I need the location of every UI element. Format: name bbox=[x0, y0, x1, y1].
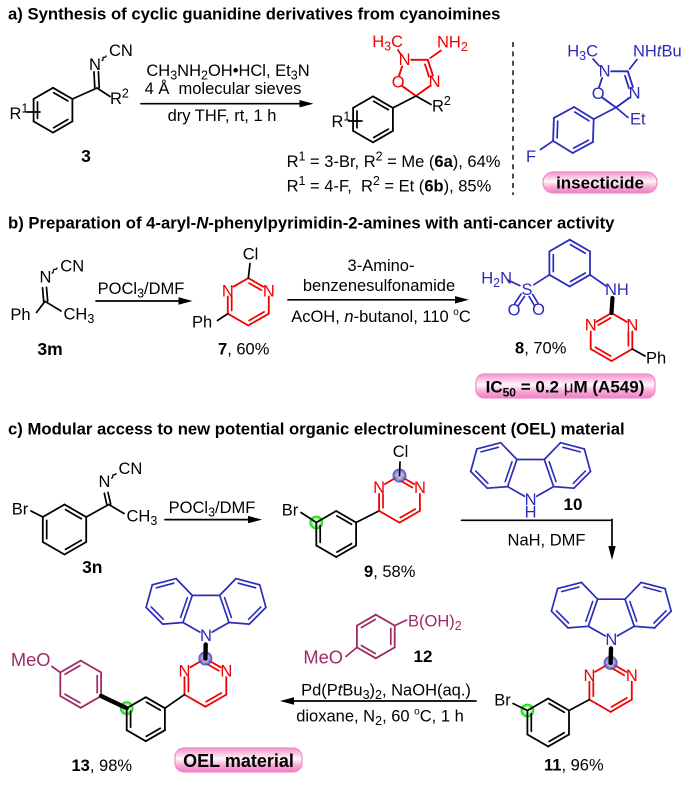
svg-text:O: O bbox=[508, 302, 521, 320]
svg-text:Ph: Ph bbox=[646, 350, 666, 368]
svg-text:N: N bbox=[399, 51, 411, 69]
svg-text:Ph: Ph bbox=[192, 314, 212, 332]
svg-text:CN: CN bbox=[119, 460, 143, 478]
svg-text:POCl3​/DMF: POCl3​/DMF bbox=[169, 499, 256, 520]
svg-text:CH3​NH2​OH•HCl, Et3​N: CH3​NH2​OH•HCl, Et3​N bbox=[146, 62, 309, 83]
svg-text:Ph: Ph bbox=[10, 306, 30, 324]
svg-text:N: N bbox=[40, 269, 52, 287]
svg-text:N: N bbox=[626, 316, 638, 334]
svg-text:8, 70%: 8, 70% bbox=[515, 340, 567, 358]
svg-text:N: N bbox=[605, 631, 617, 649]
svg-text:Cl: Cl bbox=[393, 443, 409, 461]
svg-text:dioxane, N2​, 60 o​C, 1 h: dioxane, N2​, 60 o​C, 1 h bbox=[296, 707, 464, 729]
svg-text:O: O bbox=[392, 74, 405, 92]
svg-text:O: O bbox=[532, 301, 545, 319]
svg-text:7, 60%: 7, 60% bbox=[218, 341, 270, 359]
svg-text:N: N bbox=[222, 282, 234, 300]
svg-text:H3​C: H3​C bbox=[372, 33, 403, 54]
svg-text:Br: Br bbox=[282, 502, 299, 520]
svg-text:H2​N: H2​N bbox=[481, 270, 512, 291]
svg-text:c) Modular access to new poten: c) Modular access to new potential organ… bbox=[8, 420, 625, 439]
svg-text:a) Synthesis of cyclic guanidi: a) Synthesis of cyclic guanidine derivat… bbox=[8, 5, 500, 24]
svg-text:B(OH)2​: B(OH)2​ bbox=[408, 613, 462, 634]
svg-text:Cl: Cl bbox=[243, 246, 259, 264]
svg-text:13, 98%: 13, 98% bbox=[72, 757, 133, 775]
svg-text:CN: CN bbox=[60, 258, 84, 276]
svg-text:CH3​: CH3​ bbox=[127, 508, 158, 529]
svg-text:F: F bbox=[526, 148, 536, 166]
svg-text:NaH, DMF: NaH, DMF bbox=[508, 532, 586, 550]
svg-text:N: N bbox=[99, 473, 111, 491]
svg-text:Pd(PtBu3​)2​, NaOH(aq.): Pd(PtBu3​)2​, NaOH(aq.) bbox=[301, 682, 471, 703]
svg-text:S: S bbox=[521, 281, 532, 299]
svg-text:H: H bbox=[525, 503, 537, 521]
svg-text:3: 3 bbox=[81, 146, 91, 166]
svg-text:3n: 3n bbox=[82, 557, 102, 577]
svg-text:N: N bbox=[414, 479, 426, 497]
svg-text:Br: Br bbox=[494, 692, 511, 710]
svg-text:R1​ = 3-Br, R2​ = Me (6a), 64%: R1​ = 3-Br, R2​ = Me (6a), 64% bbox=[287, 150, 501, 172]
svg-text:NH2​: NH2​ bbox=[437, 34, 468, 55]
svg-text:N: N bbox=[629, 85, 641, 103]
svg-text:3-Amino-: 3-Amino- bbox=[348, 257, 415, 275]
svg-text:R1​ = 4-F, R2​ = Et (6b), 85%: R1​ = 4-F, R2​ = Et (6b), 85% bbox=[287, 174, 492, 196]
svg-text:POCl3​/DMF: POCl3​/DMF bbox=[98, 280, 185, 301]
svg-text:N: N bbox=[429, 73, 441, 91]
svg-text:O: O bbox=[592, 85, 605, 103]
svg-text:N: N bbox=[626, 667, 638, 685]
svg-text:IC50​ = 0.2 μM (A549): IC50​ = 0.2 μM (A549) bbox=[486, 378, 645, 400]
svg-text:Br: Br bbox=[12, 501, 29, 519]
svg-text:CN: CN bbox=[109, 42, 133, 60]
svg-text:12: 12 bbox=[414, 647, 433, 666]
svg-text:MeO: MeO bbox=[11, 649, 51, 670]
svg-text:N: N bbox=[263, 282, 275, 300]
svg-text:benzenesulfonamide: benzenesulfonamide bbox=[303, 277, 455, 295]
svg-text:MeO: MeO bbox=[303, 647, 343, 668]
svg-text:Et: Et bbox=[630, 111, 646, 129]
svg-text:NH: NH bbox=[605, 281, 629, 299]
svg-text:3m: 3m bbox=[37, 339, 62, 359]
svg-text:9, 58%: 9, 58% bbox=[364, 563, 416, 581]
svg-text:N: N bbox=[583, 667, 595, 685]
svg-text:N: N bbox=[585, 316, 597, 334]
svg-text:N: N bbox=[525, 491, 537, 509]
svg-text:10: 10 bbox=[564, 495, 583, 514]
svg-text:dry THF, rt, 1 h: dry THF, rt, 1 h bbox=[168, 107, 277, 125]
svg-text:N: N bbox=[200, 627, 212, 645]
svg-text:insecticide: insecticide bbox=[556, 174, 644, 193]
svg-text:N: N bbox=[220, 662, 232, 680]
svg-text:11, 96%: 11, 96% bbox=[544, 757, 604, 775]
svg-text:NHtBu: NHtBu bbox=[633, 43, 682, 61]
svg-text:b) Preparation of 4-aryl-N-phe: b) Preparation of 4-aryl-N-phenylpyrimid… bbox=[8, 214, 615, 233]
svg-text:N: N bbox=[599, 63, 611, 81]
svg-text:CH3​: CH3​ bbox=[64, 306, 95, 327]
svg-text:AcOH, n-butanol, 110 o​C: AcOH, n-butanol, 110 o​C bbox=[291, 307, 471, 326]
svg-text:N: N bbox=[89, 56, 101, 74]
svg-text:N: N bbox=[179, 662, 191, 680]
svg-text:4 Å molecular sieves: 4 Å molecular sieves bbox=[145, 79, 302, 98]
svg-text:H3​C: H3​C bbox=[567, 43, 598, 64]
svg-text:N: N bbox=[373, 479, 385, 497]
svg-text:OEL material: OEL material bbox=[183, 751, 294, 771]
